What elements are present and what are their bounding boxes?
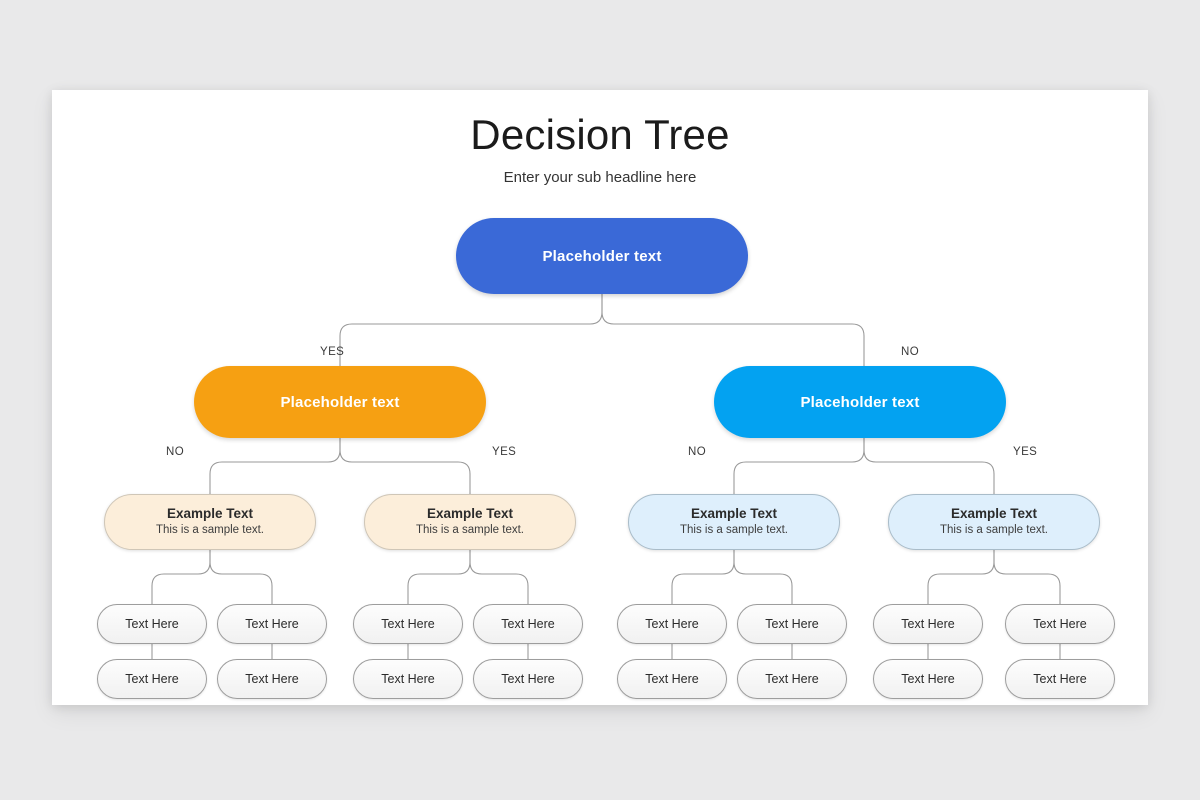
leaf-node-16-label: Text Here: [1033, 672, 1087, 686]
leaf-node-7[interactable]: Text Here: [873, 604, 983, 644]
card-node-1[interactable]: Example Text This is a sample text.: [104, 494, 316, 550]
leaf-node-13[interactable]: Text Here: [617, 659, 727, 699]
leaf-node-15[interactable]: Text Here: [873, 659, 983, 699]
leaf-node-10-label: Text Here: [245, 672, 299, 686]
leaf-node-3-label: Text Here: [381, 617, 435, 631]
leaf-node-3[interactable]: Text Here: [353, 604, 463, 644]
root-node[interactable]: Placeholder text: [456, 218, 748, 294]
leaf-node-4[interactable]: Text Here: [473, 604, 583, 644]
branch-node-yes[interactable]: Placeholder text: [194, 366, 486, 438]
leaf-node-5-label: Text Here: [645, 617, 699, 631]
leaf-node-16[interactable]: Text Here: [1005, 659, 1115, 699]
leaf-node-1[interactable]: Text Here: [97, 604, 207, 644]
card-node-1-subtitle: This is a sample text.: [155, 524, 264, 537]
leaf-node-13-label: Text Here: [645, 672, 699, 686]
branch-node-no-label: Placeholder text: [800, 393, 920, 411]
card-node-3-subtitle: This is a sample text.: [679, 524, 788, 537]
leaf-node-14-label: Text Here: [765, 672, 819, 686]
leaf-node-14[interactable]: Text Here: [737, 659, 847, 699]
leaf-node-8-label: Text Here: [1033, 617, 1087, 631]
leaf-node-12[interactable]: Text Here: [473, 659, 583, 699]
leaf-node-12-label: Text Here: [501, 672, 555, 686]
card-node-2-title: Example Text: [426, 505, 514, 521]
leaf-node-9-label: Text Here: [125, 672, 179, 686]
edge-label-card-4: YES: [1013, 446, 1038, 458]
card-node-4[interactable]: Example Text This is a sample text.: [888, 494, 1100, 550]
card-node-4-subtitle: This is a sample text.: [939, 524, 1048, 537]
edge-label-root-yes: YES: [320, 346, 345, 358]
branch-node-yes-label: Placeholder text: [280, 393, 400, 411]
leaf-node-11-label: Text Here: [381, 672, 435, 686]
leaf-node-2-label: Text Here: [245, 617, 299, 631]
leaf-node-1-label: Text Here: [125, 617, 179, 631]
leaf-node-5[interactable]: Text Here: [617, 604, 727, 644]
slide-canvas: Decision Tree Enter your sub headline he…: [52, 90, 1148, 705]
edge-label-root-no: NO: [901, 346, 920, 358]
page-subtitle: Enter your sub headline here: [503, 169, 697, 187]
leaf-node-6-label: Text Here: [765, 617, 819, 631]
leaf-node-6[interactable]: Text Here: [737, 604, 847, 644]
edge-label-card-1: NO: [166, 446, 185, 458]
card-node-3-title: Example Text: [690, 505, 778, 521]
card-node-1-title: Example Text: [166, 505, 254, 521]
leaf-node-15-label: Text Here: [901, 672, 955, 686]
edge-label-card-2: YES: [492, 446, 517, 458]
leaf-node-4-label: Text Here: [501, 617, 555, 631]
page-title: Decision Tree: [470, 111, 730, 158]
leaf-node-8[interactable]: Text Here: [1005, 604, 1115, 644]
card-node-4-title: Example Text: [950, 505, 1038, 521]
leaf-node-7-label: Text Here: [901, 617, 955, 631]
root-node-label: Placeholder text: [542, 247, 662, 265]
leaf-node-10[interactable]: Text Here: [217, 659, 327, 699]
card-node-3[interactable]: Example Text This is a sample text.: [628, 494, 840, 550]
leaf-node-2[interactable]: Text Here: [217, 604, 327, 644]
branch-node-no[interactable]: Placeholder text: [714, 366, 1006, 438]
edge-label-card-3: NO: [688, 446, 707, 458]
leaf-node-11[interactable]: Text Here: [353, 659, 463, 699]
card-node-2[interactable]: Example Text This is a sample text.: [364, 494, 576, 550]
slide-header: Decision Tree Enter your sub headline he…: [52, 90, 1148, 186]
card-node-2-subtitle: This is a sample text.: [415, 524, 524, 537]
leaf-node-9[interactable]: Text Here: [97, 659, 207, 699]
